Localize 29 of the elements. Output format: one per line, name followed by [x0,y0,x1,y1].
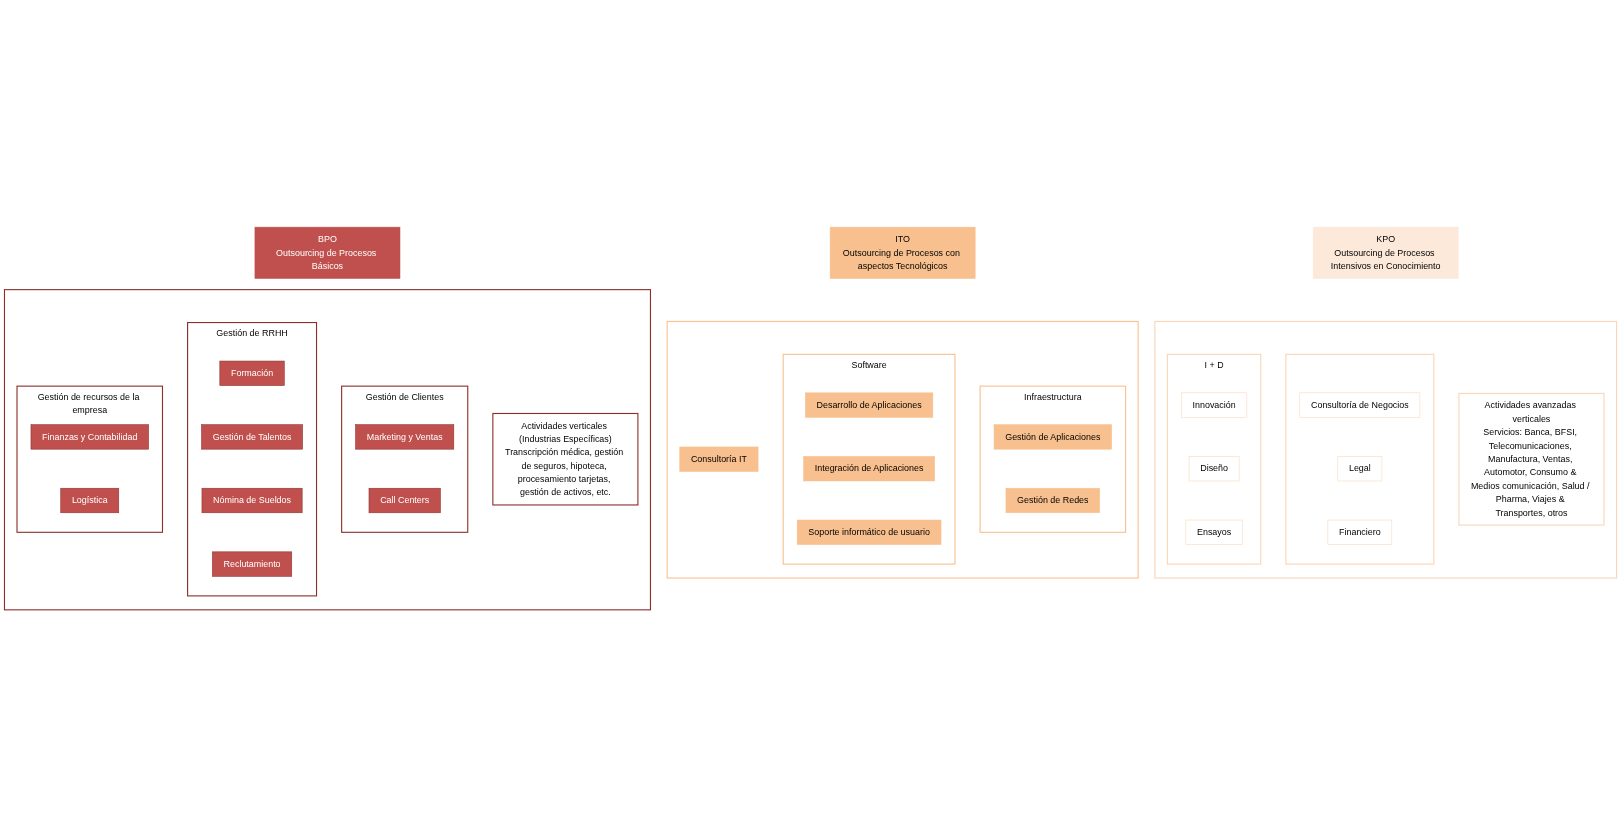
node-box: Desarrollo de Aplicaciones [805,392,934,418]
cluster [3,289,651,611]
node-box: Gestión de Redes [1005,487,1100,514]
node-box: Diseño [1188,456,1240,482]
node-box: Marketing y Ventas [355,424,455,450]
node-box: Ensayos [1185,519,1243,545]
node-box: Consultoría IT [679,446,759,472]
node-box: Formación [219,360,285,386]
node-box: Legal [1337,456,1383,482]
node-box: Soporte informático de usuario [796,519,942,545]
node-box: Logística [60,487,120,514]
node-box: Financiero [1327,519,1393,545]
node-box: Integración de Aplicaciones [803,456,935,482]
cluster [1154,320,1618,579]
node-box: Actividades verticales (Industrias Específicas) Transcripción médica, gestión de seguros, hipoteca, procesamiento tarjetas, gestión de activos, etc. [492,412,639,506]
node-box: KPO Outsourcing de Procesos Intensivos en Conocimiento [1312,226,1459,279]
node-box: Reclutamiento [212,551,293,577]
node-box: Nómina de Sueldos [201,487,303,514]
cluster [666,320,1139,579]
node-box: Actividades avanzadas verticales Servicios: Banca, BFSI, Telecomunicaciones, Manufactura, Ventas, Automotor, Consumo & Medios comunicación, Salud / Pharma, Viajes & Transportes, otros [1458,392,1605,526]
node-box: Call Centers [368,487,441,514]
node-box: Gestión de Aplicaciones [993,424,1112,450]
node-box: ITO Outsourcing de Procesos con aspectos Tecnológicos [829,226,976,279]
cluster [1285,353,1435,565]
node-box: Finanzas y Contabilidad [30,424,149,450]
node-box: Innovación [1181,392,1248,418]
node-box: BPO Outsourcing de Procesos Básicos [254,226,401,279]
node-box: Gestión de Talentos [201,424,303,450]
node-box: Consultoría de Negocios [1299,392,1421,418]
